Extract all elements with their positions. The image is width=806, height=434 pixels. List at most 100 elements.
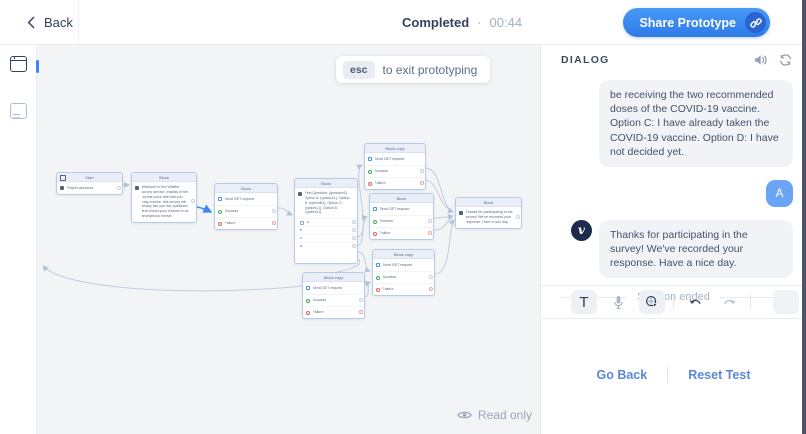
volume-icon[interactable] bbox=[754, 54, 768, 66]
path-icon bbox=[300, 220, 304, 225]
connection-port[interactable] bbox=[428, 287, 433, 291]
eye-icon bbox=[457, 410, 472, 420]
block-title: Block copy bbox=[365, 144, 425, 153]
block-row: Failure bbox=[215, 217, 277, 229]
reset-test-link[interactable]: Reset Test bbox=[688, 368, 751, 382]
fail-icon bbox=[218, 221, 222, 226]
canvas-board-icon[interactable] bbox=[9, 56, 27, 72]
block-row: First Question: {question1}. Option A: {… bbox=[295, 188, 357, 218]
block-row: Send GET request bbox=[303, 282, 364, 294]
status-text: Completed bbox=[402, 14, 470, 30]
connection-port[interactable] bbox=[271, 221, 276, 225]
fail-icon bbox=[373, 231, 377, 236]
block-row: Failure bbox=[373, 283, 434, 295]
text-mode-label: T bbox=[579, 293, 589, 311]
block-title: Block copy bbox=[373, 250, 434, 259]
redo-button[interactable] bbox=[716, 290, 742, 314]
connection-port[interactable] bbox=[358, 298, 363, 302]
canvas-sidebar bbox=[0, 45, 37, 434]
ok-icon bbox=[368, 169, 372, 174]
speak-icon bbox=[459, 211, 463, 215]
microphone-button[interactable] bbox=[605, 290, 631, 314]
block-row: Thanks for participating in the survey! … bbox=[456, 207, 521, 228]
back-label: Back bbox=[44, 14, 73, 30]
bot-avatar: v bbox=[571, 219, 592, 241]
block-row: c bbox=[295, 234, 357, 242]
connection-port[interactable] bbox=[427, 219, 432, 223]
dialog-actions: Go Back Reset Test bbox=[541, 367, 806, 383]
block-title: Block copy bbox=[303, 273, 364, 282]
notes-card-icon[interactable] bbox=[9, 103, 27, 119]
connection-port[interactable] bbox=[351, 220, 356, 225]
link-icon bbox=[745, 12, 766, 33]
block-row: Success bbox=[373, 271, 434, 283]
block-title: Block bbox=[295, 179, 357, 188]
connection-port[interactable] bbox=[427, 231, 432, 235]
connection-port[interactable] bbox=[515, 214, 520, 219]
block-title: Start bbox=[57, 173, 122, 182]
dialog-messages: be receiving the two recommended doses o… bbox=[541, 75, 806, 279]
block-row: Success bbox=[215, 205, 277, 217]
message-row: A bbox=[541, 179, 806, 207]
dialog-title: DIALOG bbox=[561, 54, 610, 66]
api-icon bbox=[376, 263, 380, 267]
toolbar-overflow-button[interactable] bbox=[773, 290, 799, 314]
block-row: Project launched bbox=[57, 182, 122, 194]
ok-icon bbox=[306, 298, 310, 303]
block-row: Success bbox=[365, 165, 425, 177]
connection-port[interactable] bbox=[419, 181, 424, 185]
restart-icon[interactable] bbox=[779, 54, 792, 66]
connection-port[interactable] bbox=[419, 169, 424, 173]
chevron-left-icon bbox=[27, 16, 35, 29]
microphone-icon bbox=[613, 295, 624, 310]
go-back-link[interactable]: Go Back bbox=[596, 368, 648, 382]
back-button[interactable]: Back bbox=[0, 0, 79, 44]
block-row: a bbox=[295, 218, 357, 226]
block-row: Send GET request bbox=[365, 153, 425, 165]
block-row: Success bbox=[370, 215, 433, 227]
text-input-mode-button[interactable]: T bbox=[571, 290, 597, 314]
connection-port[interactable] bbox=[428, 275, 433, 279]
ok-icon bbox=[218, 209, 222, 214]
esc-tooltip: esc to exit prototyping bbox=[336, 56, 491, 83]
block-title: Block bbox=[456, 198, 521, 207]
fail-icon bbox=[376, 287, 380, 292]
api-icon bbox=[218, 197, 222, 201]
block-row: Send GET request bbox=[373, 259, 434, 271]
topbar: Back Completed · 00:44 Share Prototype bbox=[0, 0, 806, 45]
dot-separator: · bbox=[477, 14, 482, 30]
block-title: Block bbox=[132, 173, 196, 182]
connection-port[interactable] bbox=[116, 185, 121, 190]
connection-port[interactable] bbox=[351, 244, 356, 249]
block-row: Failure bbox=[303, 306, 364, 318]
screen-edge-strip bbox=[802, 0, 806, 434]
block-row: Welcome to the Wildfire survey service. … bbox=[132, 182, 196, 222]
bot-message-bubble: Thanks for participating in the survey! … bbox=[599, 219, 793, 279]
block-title: Block bbox=[370, 194, 433, 203]
redo-icon bbox=[722, 297, 737, 308]
undo-button[interactable] bbox=[682, 290, 708, 314]
esc-tooltip-label: to exit prototyping bbox=[382, 62, 478, 77]
interaction-mode-button[interactable] bbox=[639, 290, 665, 314]
message-row: v Thanks for participating in the survey!… bbox=[541, 219, 806, 279]
block-row: d bbox=[295, 242, 357, 250]
share-prototype-button[interactable]: Share Prototype bbox=[623, 8, 770, 37]
connection-port[interactable] bbox=[351, 236, 356, 241]
connection-port[interactable] bbox=[358, 310, 363, 314]
connection-port[interactable] bbox=[271, 209, 276, 213]
connection-port[interactable] bbox=[190, 199, 195, 204]
connection-port[interactable] bbox=[351, 228, 356, 233]
ok-icon bbox=[376, 275, 380, 280]
message-row: be receiving the two recommended doses o… bbox=[541, 80, 806, 167]
